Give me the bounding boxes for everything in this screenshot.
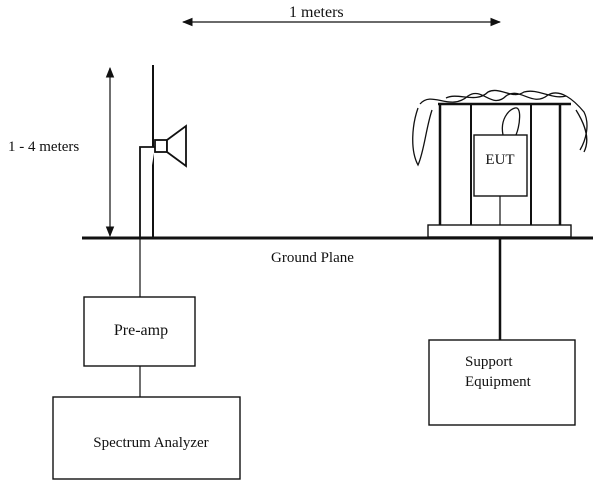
spectrum-analyzer-box — [52, 396, 241, 480]
height-label: 1 - 4 meters — [8, 139, 79, 155]
preamp-label: Pre-amp — [114, 322, 168, 339]
eut-cables — [412, 89, 588, 167]
horn-antenna-icon — [139, 124, 187, 238]
eut-box — [473, 134, 528, 197]
spectrum-analyzer-label: Spectrum Analyzer — [93, 435, 208, 451]
support-equipment-box — [428, 339, 576, 426]
eut-label: EUT — [485, 152, 514, 168]
distance-label: 1 meters — [289, 4, 344, 21]
support-equipment-label-line1: Support — [465, 354, 513, 370]
support-equipment-label-line2: Equipment — [465, 374, 532, 390]
ground-plane-label: Ground Plane — [271, 250, 354, 266]
eut-table — [427, 102, 572, 238]
preamp-box — [83, 296, 196, 367]
